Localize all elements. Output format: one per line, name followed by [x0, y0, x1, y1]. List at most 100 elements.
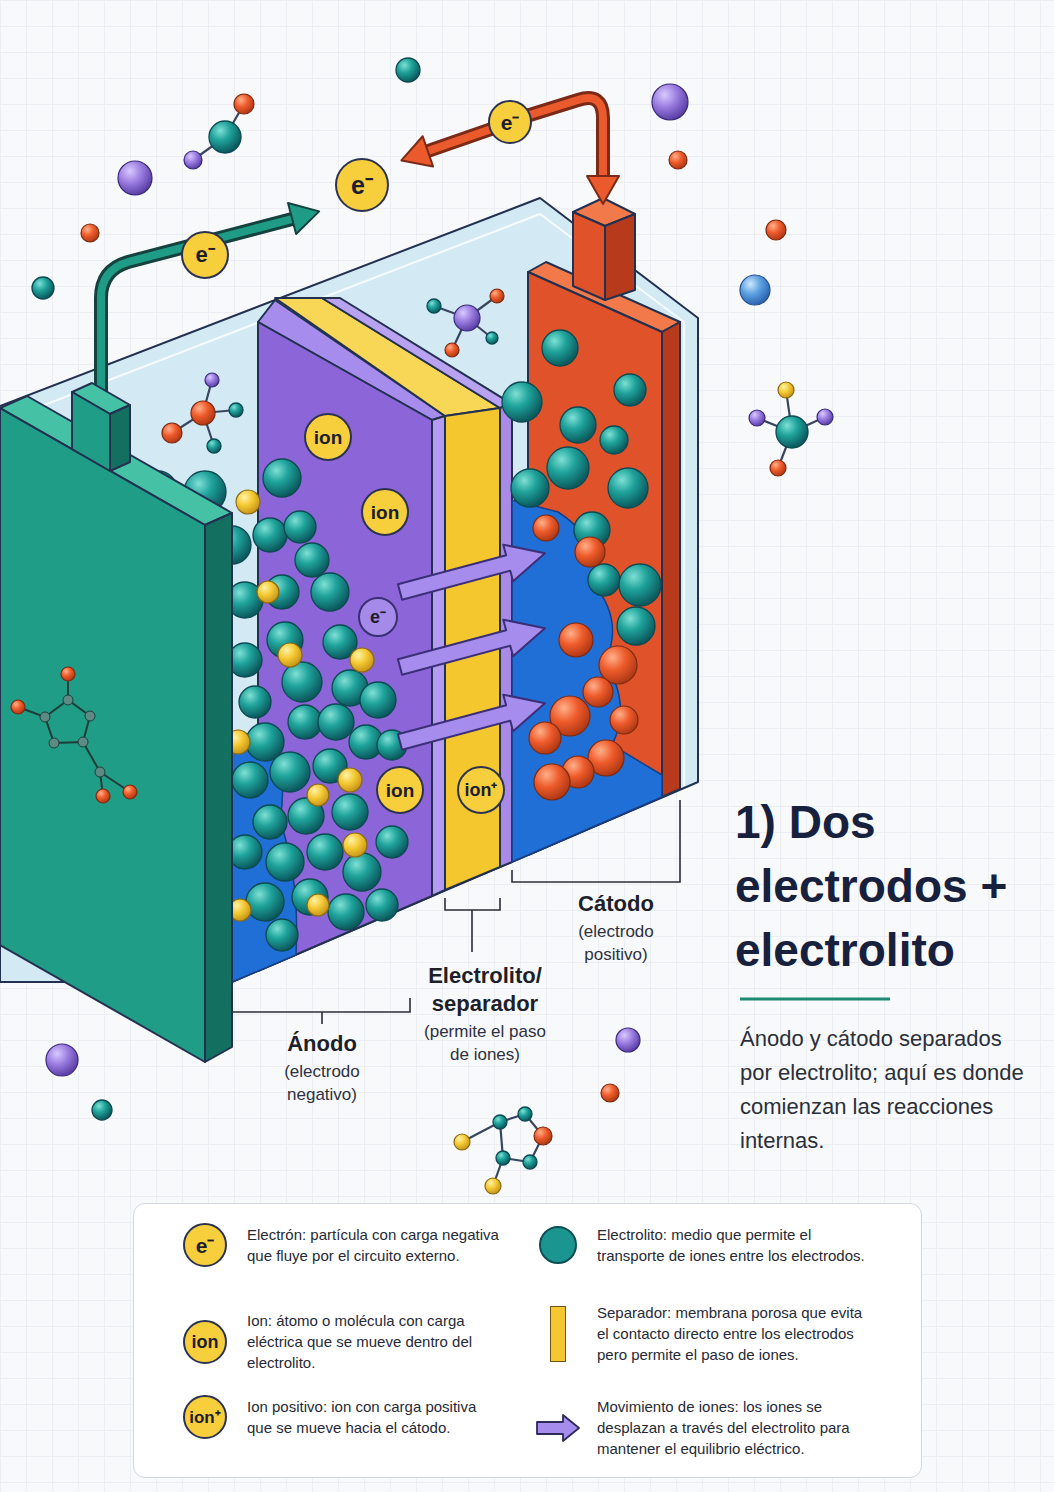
- particle: [511, 469, 549, 507]
- molecule-atom: [78, 737, 88, 747]
- particle: [318, 704, 354, 740]
- particle: [338, 768, 362, 792]
- molecule-atom: [486, 332, 498, 344]
- particle: [343, 853, 381, 891]
- particle: [600, 426, 628, 454]
- electron-flow-arrowhead: [396, 136, 433, 175]
- molecule-bond: [434, 296, 497, 350]
- molecule-atom: [776, 416, 808, 448]
- particle: [376, 826, 408, 858]
- part-note: (electrodo negativo): [267, 1060, 377, 1106]
- molecule-atom: [207, 439, 221, 453]
- particle: [246, 883, 284, 921]
- particle: [239, 686, 271, 718]
- particle: [257, 581, 279, 603]
- particle: [533, 515, 559, 541]
- molecule-atom: [493, 1115, 507, 1129]
- anode-collector: [0, 408, 205, 1062]
- molecule-atom: [184, 151, 202, 169]
- floating-particle: [92, 1100, 112, 1120]
- particle: [360, 682, 396, 718]
- particle: [614, 374, 646, 406]
- separator-top: [275, 298, 500, 416]
- molecule-atom: [454, 1134, 470, 1150]
- particle: [366, 889, 398, 921]
- molecule-atom: [427, 299, 441, 313]
- particle: [282, 662, 322, 702]
- legend-swatch: [550, 1306, 566, 1362]
- title-underline: [740, 998, 890, 1001]
- ion-symbol: ion: [376, 766, 424, 814]
- separator-film-top: [322, 298, 512, 408]
- particle: [253, 518, 287, 552]
- molecule-atom: [61, 667, 75, 681]
- molecule-atom: [205, 373, 219, 387]
- electron-symbol: e⁻: [358, 597, 398, 637]
- particle: [228, 643, 262, 677]
- ion-symbol: ion: [361, 488, 409, 536]
- particle: [608, 468, 648, 508]
- floating-particle: [32, 277, 54, 299]
- molecule-atom: [40, 712, 50, 722]
- legend-text: Electrón: partícula con carga negativa q…: [247, 1224, 505, 1266]
- particle: [266, 843, 304, 881]
- ion-symbol: ion⁺: [457, 766, 505, 814]
- electron-flow-arrowhead: [587, 176, 619, 204]
- particle: [617, 607, 655, 645]
- electron-flow-wire: [101, 218, 296, 398]
- part-bracket: [445, 898, 500, 952]
- legend-text: Electrolito: medio que permite el transp…: [597, 1224, 869, 1266]
- diagram-caption: Ánodo y cátodo separados por electrolito…: [740, 1022, 1035, 1158]
- floating-particle: [766, 220, 786, 240]
- molecule-atom: [534, 1127, 552, 1145]
- particle: [560, 407, 596, 443]
- ion-flow-arrow: [395, 685, 550, 761]
- molecule-atom: [770, 460, 786, 476]
- particle: [228, 835, 262, 869]
- ion-flow-arrow: [395, 610, 550, 686]
- molecule-atom: [229, 403, 243, 417]
- molecule-bond: [757, 390, 825, 468]
- anode-terminal: [72, 392, 110, 471]
- particle: [253, 805, 287, 839]
- electron-flow-wire: [520, 98, 603, 180]
- anode-electrode: [258, 322, 432, 971]
- particle: [588, 564, 620, 596]
- particle: [529, 722, 561, 754]
- molecule-bond: [18, 674, 130, 796]
- particle: [583, 677, 613, 707]
- part-bracket: [512, 800, 680, 882]
- part-bracket: [232, 992, 410, 1024]
- particle: [350, 648, 374, 672]
- floating-particle: [396, 58, 420, 82]
- molecule-atom: [123, 785, 137, 799]
- particle: [343, 833, 367, 857]
- particle: [547, 447, 589, 489]
- molecule-bond: [193, 104, 244, 160]
- electron-symbol: e⁻: [488, 100, 532, 144]
- molecule-atom: [234, 94, 254, 114]
- molecule-atom: [454, 305, 480, 331]
- particle: [270, 752, 310, 792]
- particle: [542, 330, 578, 366]
- ion-flow-arrow: [395, 535, 550, 611]
- particle: [534, 764, 570, 800]
- floating-particle: [118, 161, 152, 195]
- cathode-terminal: [573, 212, 605, 300]
- molecule-atom: [209, 121, 241, 153]
- electron-symbol: e⁻: [181, 231, 229, 279]
- molecule-atom: [96, 789, 110, 803]
- part-note: (permite el paso de iones): [415, 1020, 555, 1066]
- molecule-atom: [85, 711, 95, 721]
- particle: [559, 623, 593, 657]
- molecule-atom: [496, 1151, 510, 1165]
- part-note: (electrodo positivo): [561, 920, 671, 966]
- particle: [575, 537, 605, 567]
- ion-flow-arrow: [395, 610, 550, 686]
- particle: [284, 511, 316, 543]
- particle: [328, 894, 364, 930]
- particle: [278, 643, 302, 667]
- particle: [307, 784, 329, 806]
- molecule-atom: [518, 1107, 532, 1121]
- particle: [236, 490, 260, 514]
